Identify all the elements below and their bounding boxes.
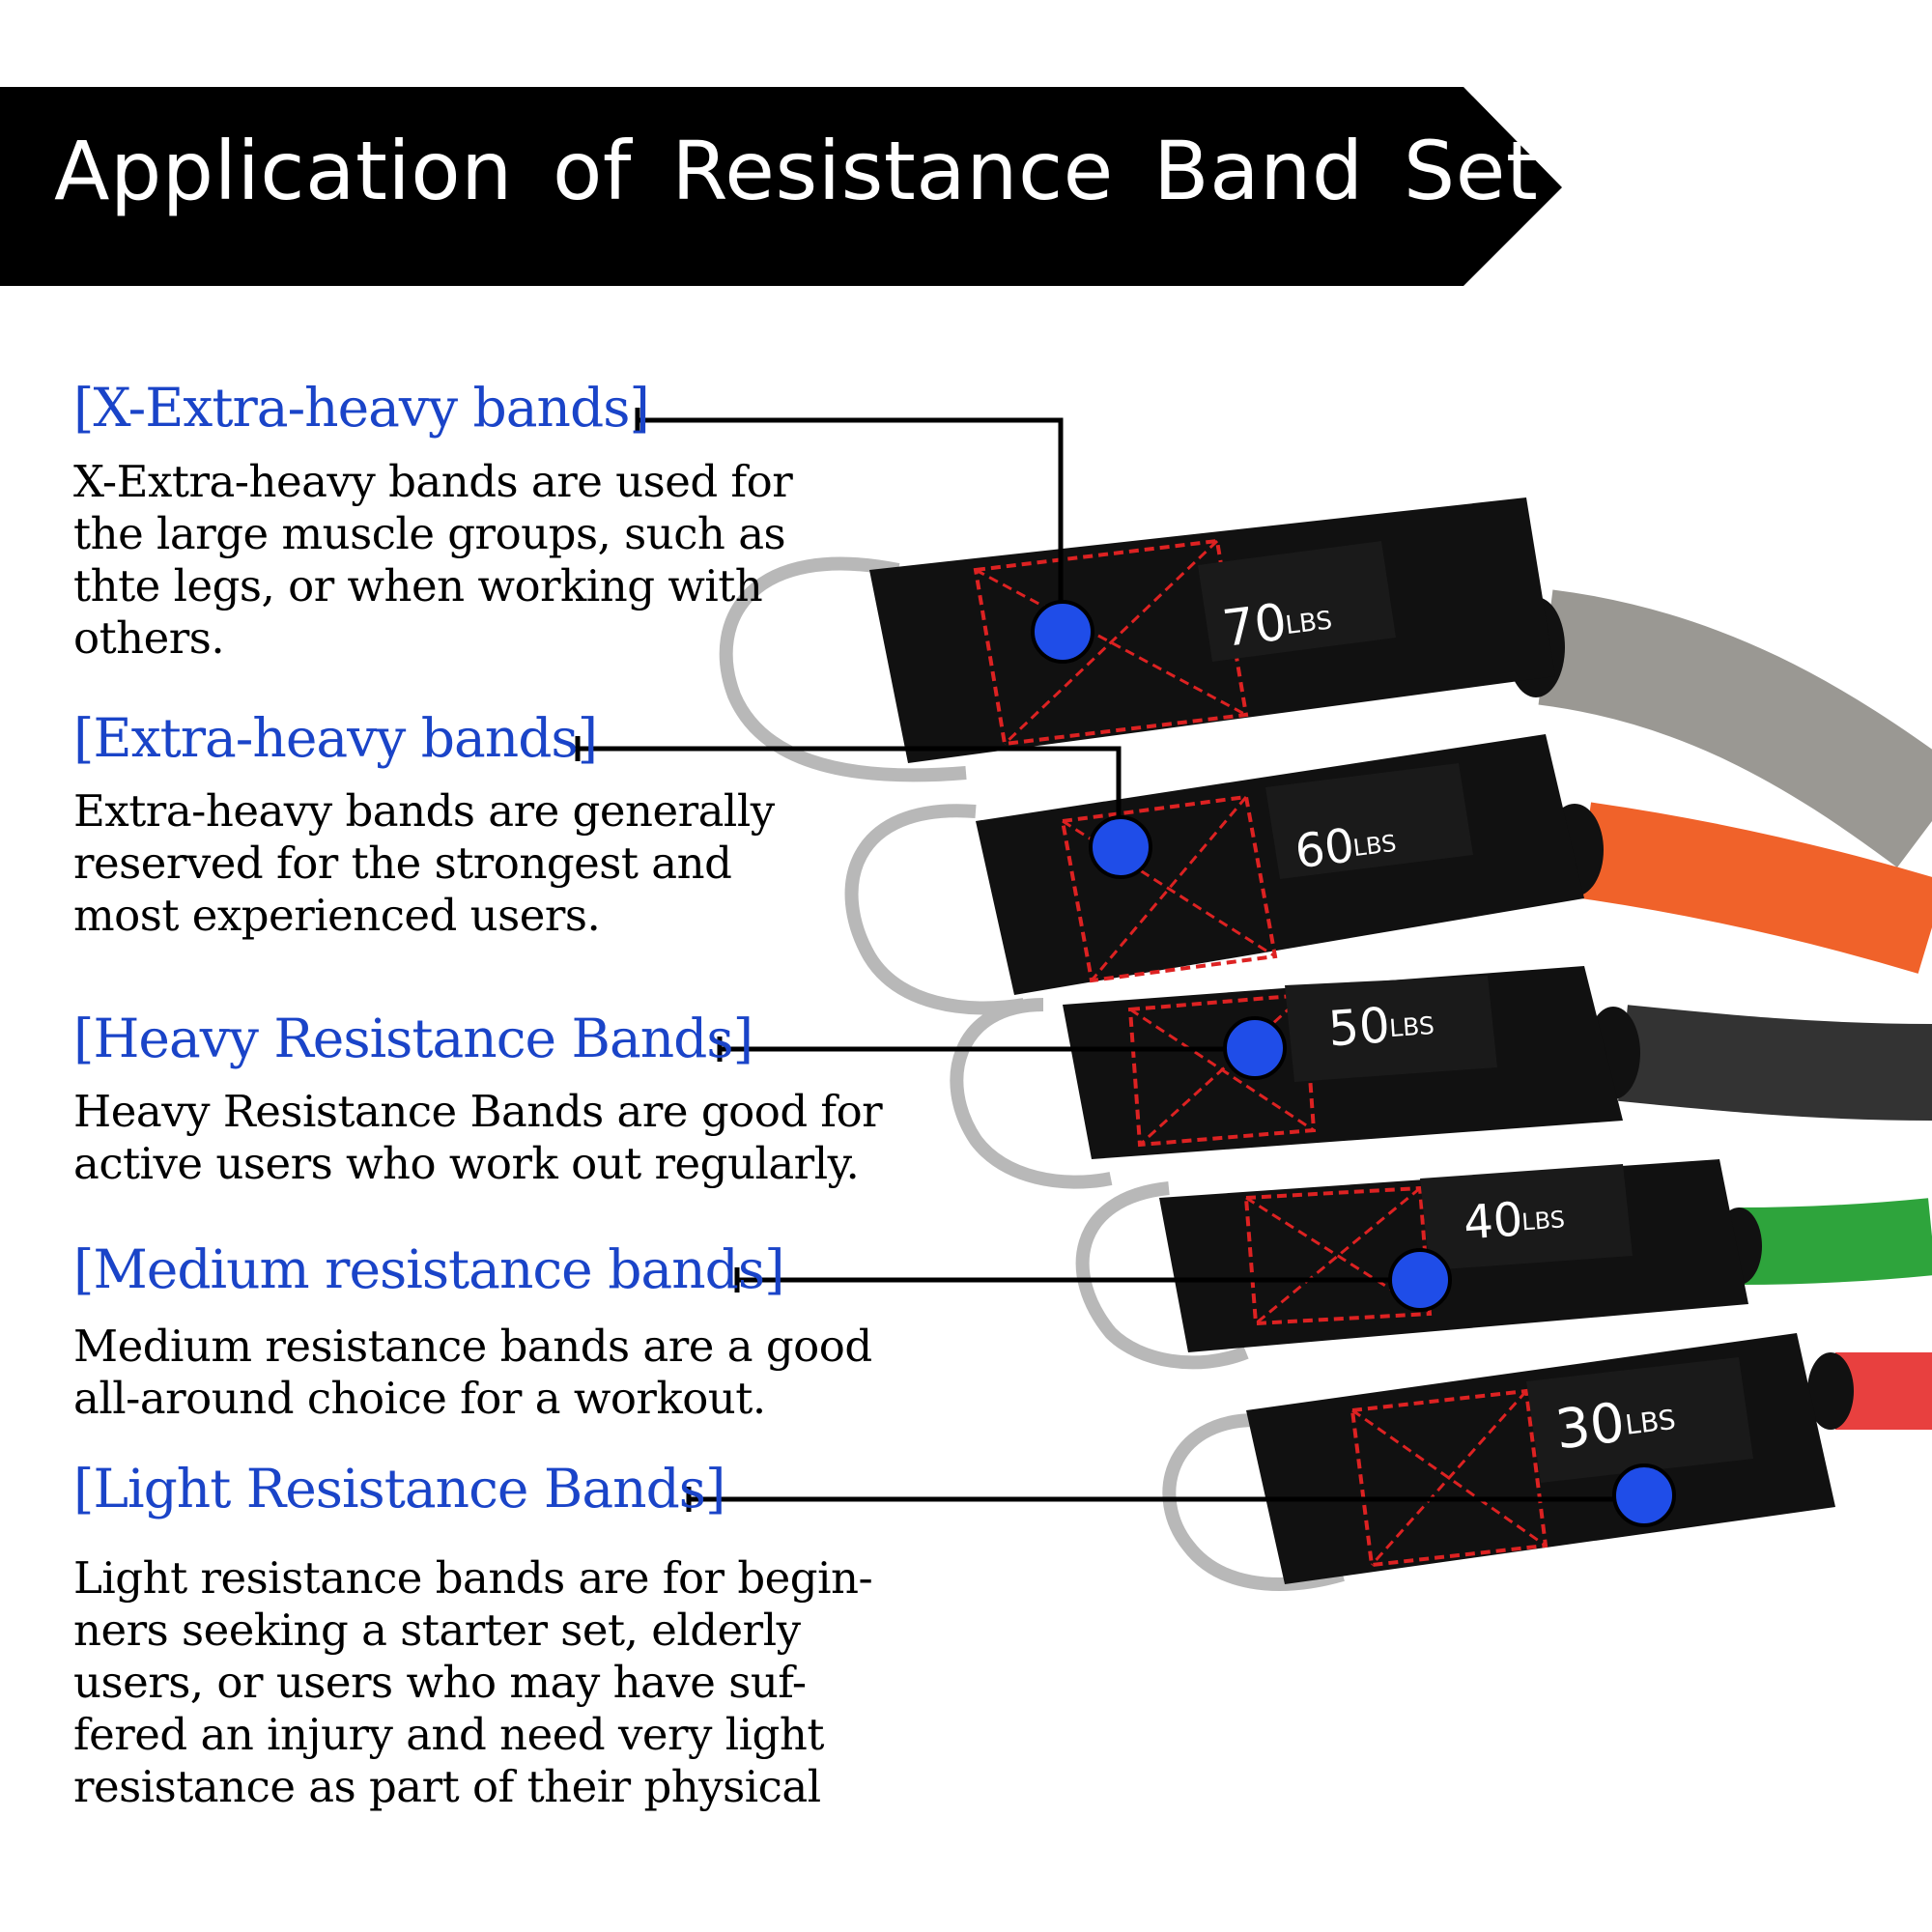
d-ring-40 — [1075, 1181, 1249, 1370]
marker-dot-60 — [1089, 815, 1152, 879]
section-body-heavy: Heavy Resistance Bands are good for acti… — [73, 1086, 883, 1189]
section-heading-x-extra-heavy: [X-Extra-heavy bands] — [73, 377, 650, 439]
section-heading-medium: [Medium resistance bands] — [73, 1238, 785, 1300]
section-body-extra-heavy: Extra-heavy bands are generally reserved… — [73, 785, 775, 941]
d-ring-50 — [950, 998, 1113, 1189]
section-body-light: Light resistance bands are for begin- ne… — [73, 1552, 873, 1812]
marker-dot-50 — [1223, 1016, 1287, 1080]
strap-70 — [869, 497, 1555, 763]
band-unit-70: LBS — [1284, 606, 1334, 640]
section-heading-extra-heavy: [Extra-heavy bands] — [73, 707, 598, 769]
marker-dot-30 — [1612, 1463, 1676, 1527]
band-unit-40: LBS — [1520, 1206, 1566, 1236]
marker-dot-40 — [1388, 1248, 1452, 1312]
d-ring-30 — [1162, 1413, 1345, 1591]
strap-30 — [1246, 1333, 1835, 1584]
strap-60 — [976, 734, 1584, 995]
section-heading-light: [Light Resistance Bands] — [73, 1458, 725, 1520]
section-body-x-extra-heavy: X-Extra-heavy bands are used for the lar… — [73, 456, 793, 664]
band-weight-50: 50 — [1326, 997, 1392, 1057]
band-tube-70 — [1538, 589, 1932, 868]
title-banner — [0, 87, 1562, 286]
band-weight-70: 70 — [1219, 593, 1290, 659]
d-ring-60 — [844, 804, 1026, 1015]
d-ring-70 — [719, 556, 967, 782]
section-body-medium: Medium resistance bands are a good all-a… — [73, 1321, 872, 1424]
band-unit-60: LBS — [1351, 830, 1398, 862]
strap-50 — [1063, 966, 1623, 1159]
band-unit-50: LBS — [1388, 1011, 1435, 1042]
marker-dot-70 — [1031, 600, 1094, 664]
page-title: Application of Resistance Band Set — [54, 124, 1539, 218]
band-unit-30: LBS — [1624, 1404, 1678, 1441]
band-weight-40: 40 — [1462, 1192, 1524, 1250]
band-tube-60 — [1577, 802, 1932, 974]
band-tube-50 — [1618, 1005, 1932, 1121]
band-weight-60: 60 — [1293, 818, 1357, 879]
band-weight-30: 30 — [1552, 1391, 1629, 1462]
band-tube-40 — [1738, 1198, 1932, 1285]
section-heading-heavy: [Heavy Resistance Bands] — [73, 1008, 753, 1069]
